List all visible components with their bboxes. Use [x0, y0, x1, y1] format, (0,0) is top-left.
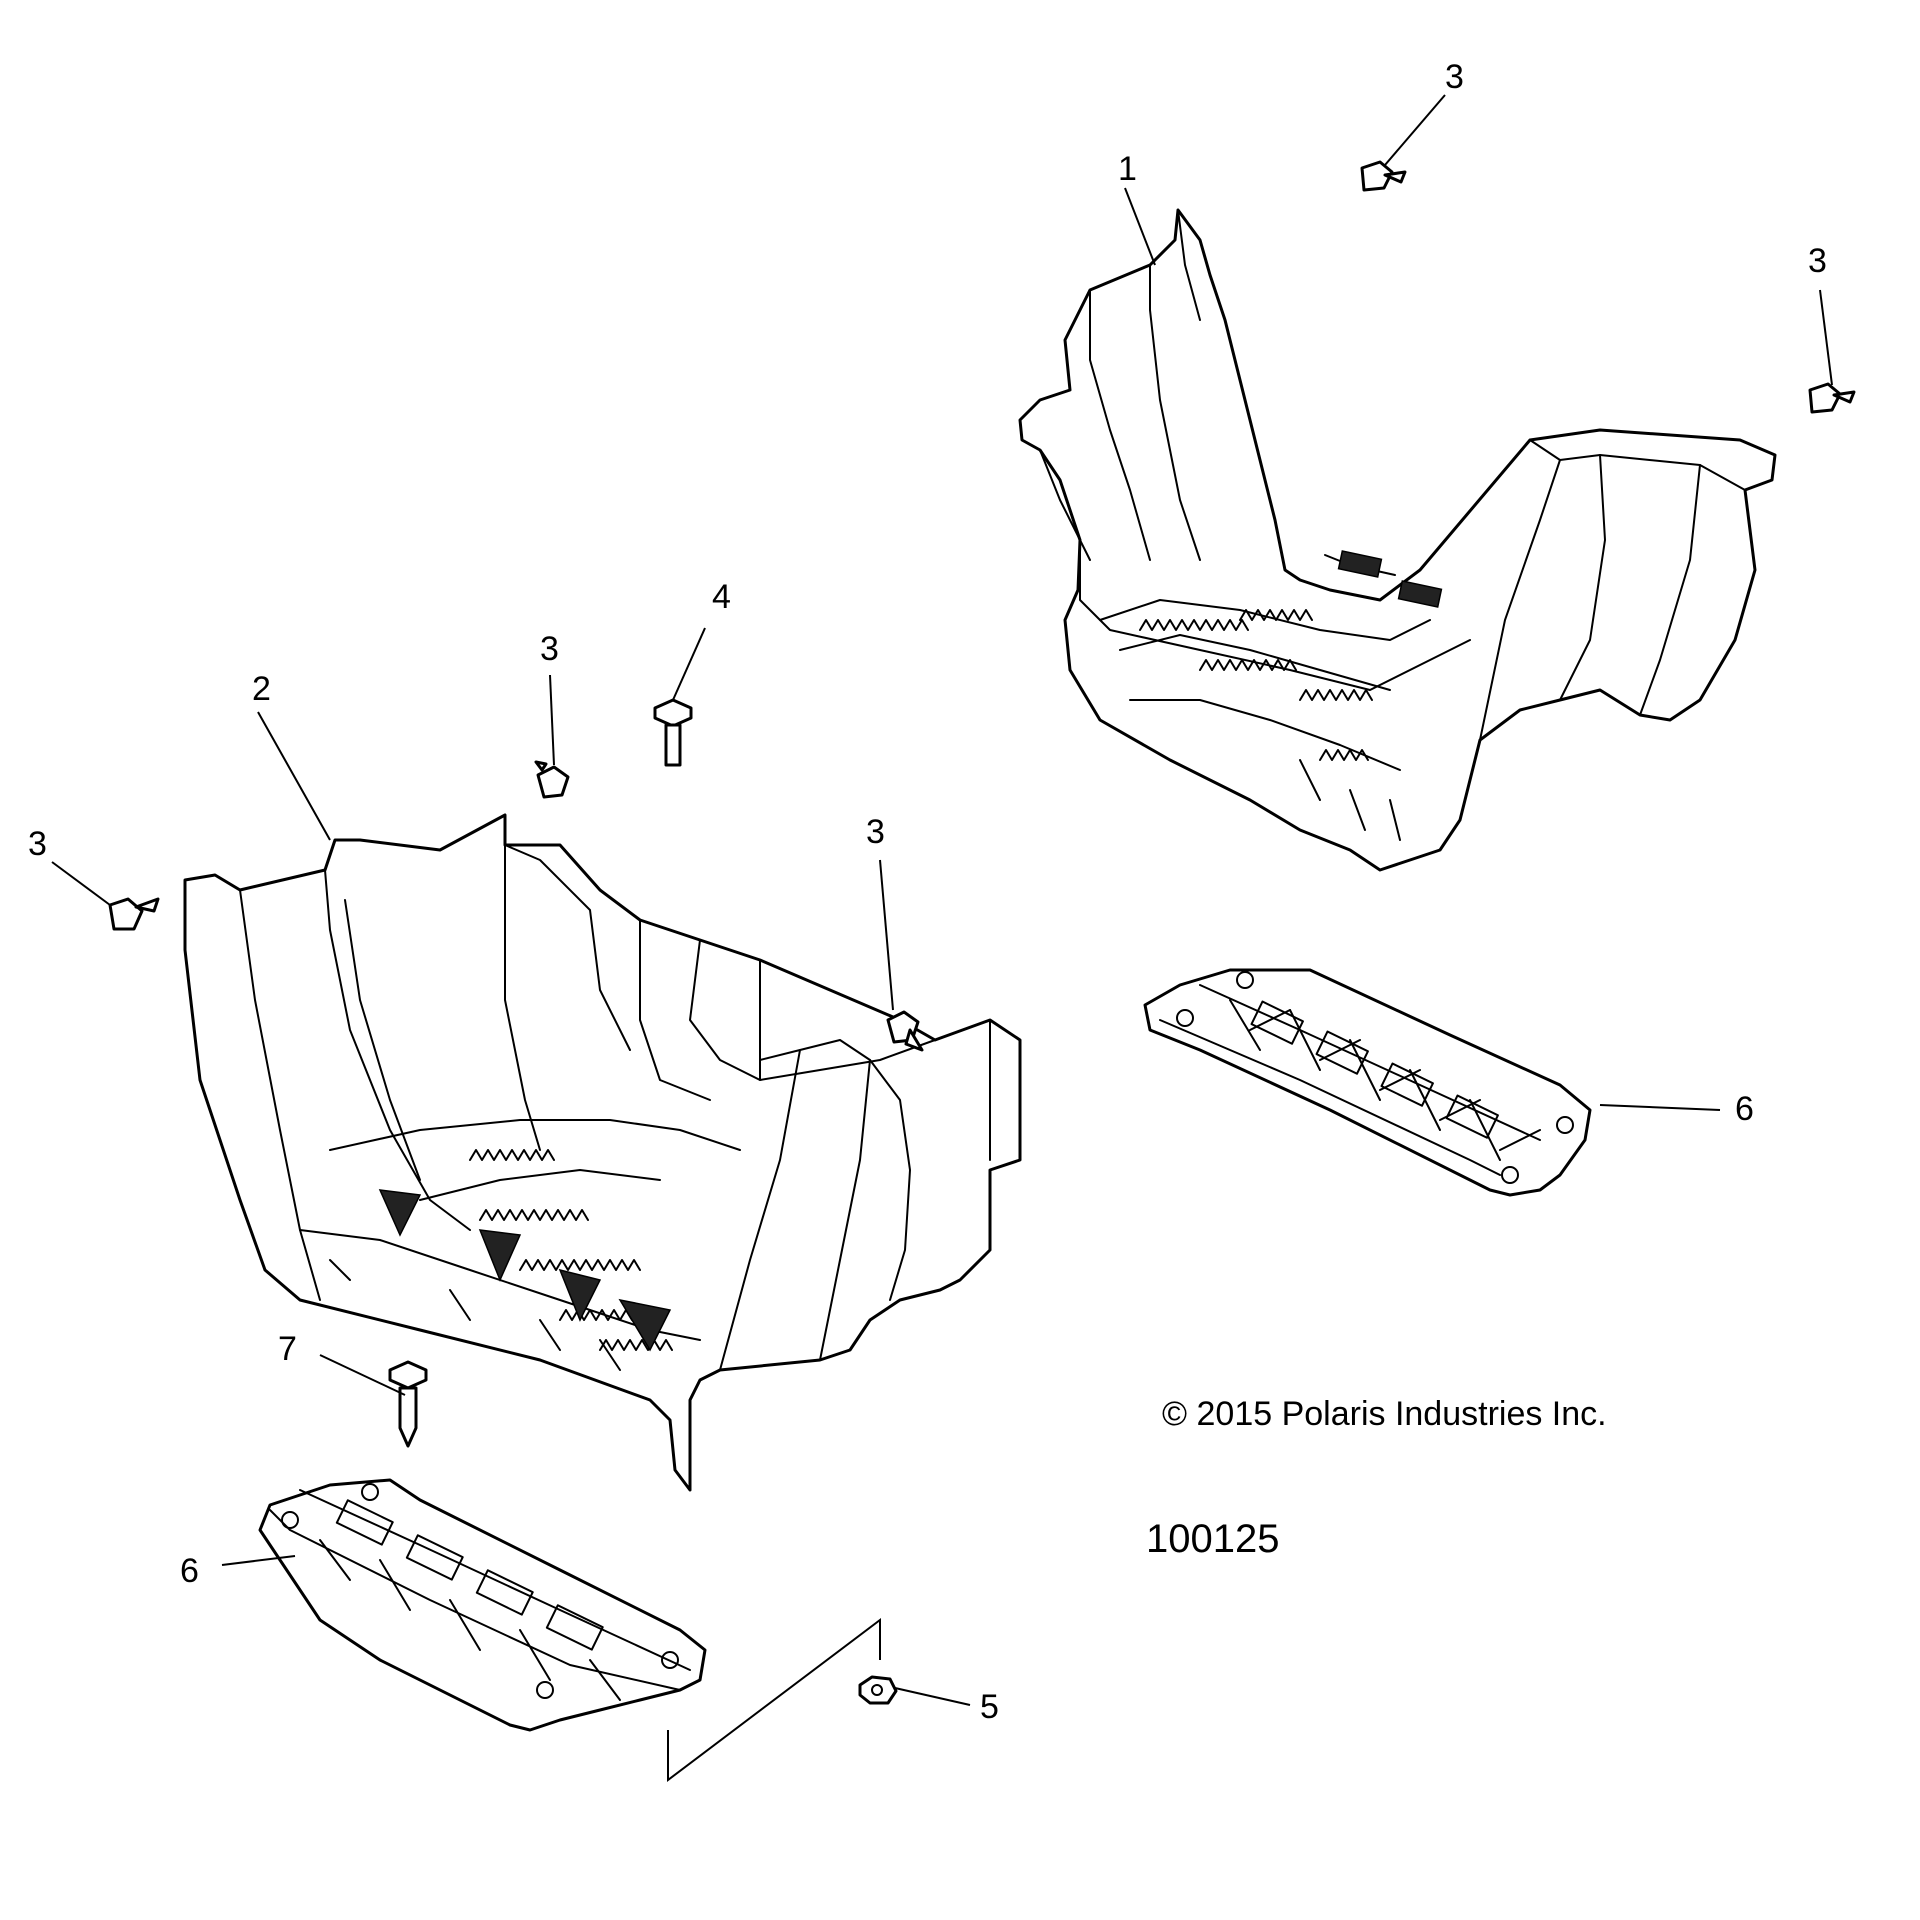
leader-line [894, 1687, 971, 1706]
footrest-pad-right [1143, 968, 1592, 1197]
leader-line [1384, 94, 1446, 166]
callout-6: 6 [1735, 1090, 1754, 1128]
callout-3: 3 [28, 825, 47, 863]
push-rivet-icon [1360, 160, 1407, 192]
leader-line [1124, 187, 1156, 266]
push-rivet-icon [1808, 382, 1856, 414]
footrest-pad-left [258, 1478, 707, 1732]
leader-line [672, 627, 706, 701]
push-rivet-icon [534, 760, 570, 799]
leader-line [879, 859, 894, 1011]
bolt-icon [388, 1360, 428, 1448]
callout-3: 3 [540, 630, 559, 668]
leader-line [1599, 1104, 1721, 1111]
leader-line [667, 1617, 881, 1783]
leader-line [221, 1555, 296, 1566]
push-rivet-icon [108, 897, 160, 931]
diagram-number: 100125 [1146, 1517, 1279, 1561]
callout-3: 3 [1445, 58, 1464, 96]
callout-1: 1 [1118, 150, 1137, 188]
leader-line [549, 674, 555, 766]
callout-6: 6 [180, 1552, 199, 1590]
footwell-right [1018, 208, 1777, 872]
bolt-icon [653, 698, 693, 767]
callout-2: 2 [252, 670, 271, 708]
callout-3: 3 [866, 813, 885, 851]
callout-3: 3 [1808, 242, 1827, 280]
leader-line [257, 711, 331, 841]
nut-icon [858, 1675, 898, 1705]
copyright-notice: © 2015 Polaris Industries Inc. [1162, 1395, 1607, 1433]
callout-5: 5 [980, 1688, 999, 1726]
callout-4: 4 [712, 578, 731, 616]
leader-line [319, 1354, 406, 1396]
footwell-left [183, 813, 1022, 1492]
leader-line [1819, 289, 1833, 386]
callout-7: 7 [278, 1330, 297, 1368]
leader-line [51, 861, 111, 906]
push-rivet-icon [886, 1010, 924, 1052]
